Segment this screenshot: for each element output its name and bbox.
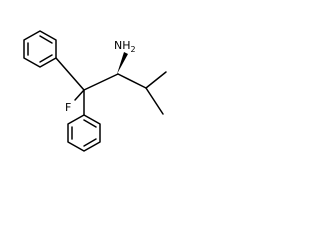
upper-phenyl-ring [23,30,57,68]
molecule-drawing: NH2 F [23,30,167,152]
lower-phenyl-ring [67,114,101,152]
amine-label: NH2 [114,39,136,54]
structure-canvas: NH2 F [23,30,167,152]
bond-isopropyl-lower-methyl [145,87,164,115]
lower-ring-double-1 [83,119,97,128]
bond-quaternary-to-fluorine [74,89,85,101]
stereo-wedge-bond [117,52,128,74]
fluorine-label: F [65,101,71,114]
lower-ring-double-3 [83,138,97,147]
upper-ring-double-3 [39,54,53,63]
bond-ring1-to-quaternary [55,57,85,91]
bond-isopropyl-upper-methyl [145,71,167,89]
bond-chiral-to-isopropyl [117,73,147,89]
bond-quaternary-to-chiral-carbon [83,73,119,91]
upper-ring-double-1 [39,35,53,44]
